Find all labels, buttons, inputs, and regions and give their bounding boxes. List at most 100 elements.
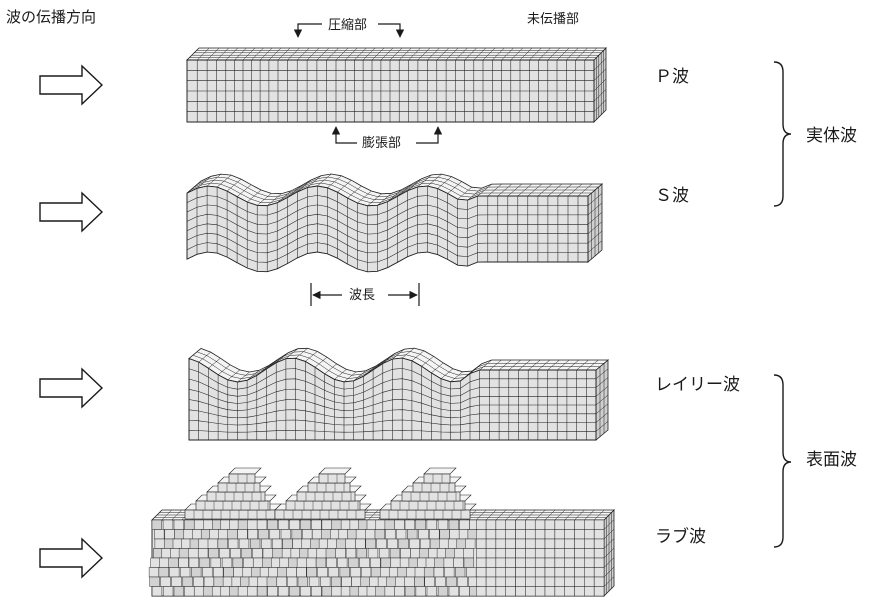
grid-cell — [375, 519, 386, 530]
grid-line — [397, 184, 412, 197]
grid-cell — [466, 567, 477, 578]
grid-cell — [203, 576, 215, 587]
grid-cell — [485, 557, 497, 568]
grid-cell — [213, 567, 224, 578]
grid-cell — [495, 548, 506, 559]
grid-cell — [395, 529, 407, 540]
grid-cell — [398, 538, 409, 549]
grid-cell — [229, 586, 240, 597]
grid-line — [577, 183, 593, 197]
grid-cell — [289, 519, 300, 530]
grid-line — [198, 351, 211, 363]
grid-cell — [328, 567, 339, 578]
grid-cell — [454, 567, 466, 578]
body-waves-label: 実体波 — [806, 126, 857, 146]
grid-line — [529, 47, 542, 61]
wavelength-label: 波長 — [349, 288, 376, 303]
grid-line — [603, 509, 615, 521]
grid-cell — [584, 576, 595, 587]
grid-line — [367, 193, 382, 206]
grid-cell — [463, 548, 474, 559]
grid-line — [479, 359, 492, 371]
grid-cell — [459, 519, 470, 530]
grid-line — [501, 47, 514, 61]
grid-cell — [238, 538, 250, 549]
grid-line — [251, 47, 264, 61]
grid-cell — [390, 557, 401, 568]
grid-line — [528, 359, 541, 371]
grid-line — [603, 538, 615, 549]
grid-line — [407, 178, 422, 191]
grid-cell — [229, 519, 240, 530]
grid-cell — [429, 529, 440, 540]
grid-cell — [222, 576, 234, 587]
grid-cell — [203, 586, 214, 597]
grid-line — [587, 202, 603, 216]
grid-cell — [584, 557, 595, 568]
grid-cell — [248, 576, 260, 587]
grid-cell — [584, 519, 595, 530]
step-block — [228, 467, 262, 475]
grid-cell — [534, 529, 546, 540]
grid-line — [593, 78, 607, 92]
grid-cell — [302, 529, 313, 540]
grid-line — [487, 183, 502, 197]
grid-cell — [300, 519, 311, 530]
grid-cell — [574, 538, 585, 549]
p-wave-label: Ｐ波 — [655, 67, 689, 87]
grid-line — [277, 190, 292, 203]
grid-line — [436, 47, 449, 61]
grid-line — [246, 370, 260, 381]
grid-cell — [306, 567, 317, 578]
grid-cell — [268, 567, 279, 578]
grid-line — [362, 47, 376, 61]
grid-cell — [154, 529, 165, 540]
grid-cell — [476, 586, 487, 597]
grid-cell — [534, 567, 546, 578]
grid-cell — [485, 538, 497, 549]
grid-cell — [237, 586, 249, 597]
grid-line — [208, 358, 221, 369]
grid-cell — [525, 557, 536, 568]
grid-cell — [437, 519, 449, 530]
body-waves-brace — [773, 61, 792, 207]
grid-cell — [515, 538, 526, 549]
grid-cell — [554, 548, 565, 559]
grid-cell — [256, 586, 268, 597]
grid-line — [226, 178, 242, 192]
grid-cell — [262, 548, 274, 559]
grid-line — [392, 348, 405, 360]
grid-cell — [564, 567, 575, 578]
grid-cell — [198, 538, 209, 549]
grid-line — [595, 394, 609, 406]
grid-cell — [515, 548, 526, 559]
grid-line — [431, 362, 444, 374]
grid-cell — [476, 529, 487, 540]
grid-cell — [525, 586, 536, 597]
grid-cell — [444, 567, 455, 578]
grid-line — [603, 519, 615, 530]
grid-cell — [365, 529, 376, 540]
grid-line — [575, 47, 588, 61]
grid-cell — [424, 576, 435, 587]
grid-line — [566, 359, 580, 371]
grid-line — [368, 509, 379, 521]
grid-line — [594, 509, 605, 521]
grid-line — [206, 47, 220, 61]
grid-line — [445, 47, 459, 61]
grid-cell — [485, 548, 497, 559]
grid-cell — [150, 557, 161, 568]
grid-cell — [311, 586, 322, 597]
step-block — [318, 473, 346, 484]
grid-cell — [340, 586, 352, 597]
grid-line — [188, 348, 202, 359]
grid-cell — [365, 538, 376, 549]
grid-cell — [574, 586, 585, 597]
grid-line — [584, 509, 595, 521]
grid-cell — [339, 567, 350, 578]
grid-cell — [151, 519, 163, 530]
grid-cell — [593, 519, 605, 530]
grid-cell — [554, 529, 565, 540]
grid-cell — [574, 529, 585, 540]
grid-cell — [400, 548, 411, 559]
